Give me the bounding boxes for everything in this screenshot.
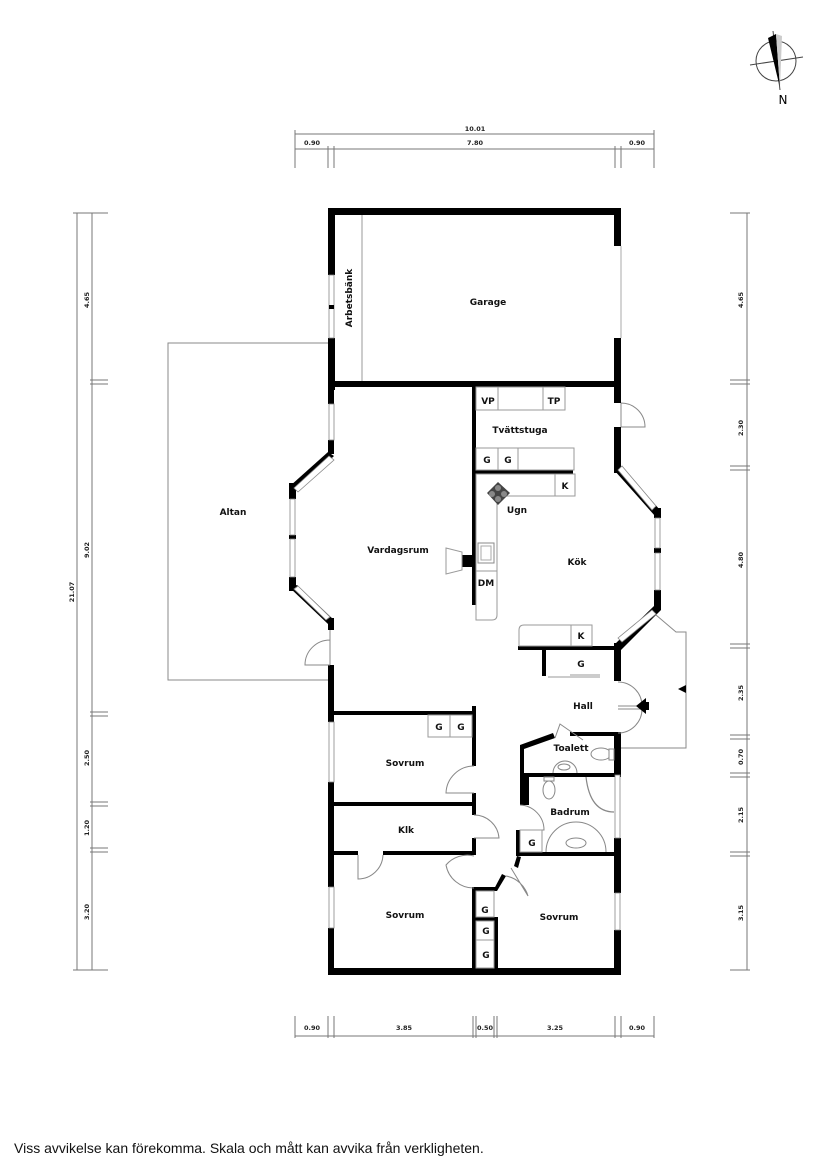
label-g-tvatt-1: G xyxy=(483,456,490,466)
dim-top-1: 0.90 xyxy=(304,139,321,147)
label-k-hall: K xyxy=(578,632,586,642)
dim-top-3: 0.90 xyxy=(629,139,646,147)
label-vp: VP xyxy=(481,397,495,407)
porch-outline xyxy=(618,614,687,749)
dim-left-1: 4.65 xyxy=(83,292,91,309)
toilet-icon-2 xyxy=(542,780,556,800)
label-arbetsbank: Arbetsbänk xyxy=(345,268,355,328)
dim-left-total: 21.07 xyxy=(68,582,76,603)
label-kok: Kök xyxy=(568,558,588,568)
washbasin-icon-2 xyxy=(545,821,607,853)
dim-right-4: 2.35 xyxy=(737,685,745,702)
left-dimensions: 4.65 9.02 2.50 1.20 3.20 21.07 xyxy=(68,212,108,971)
washbasin-icon xyxy=(552,760,578,774)
dim-bottom-4: 3.25 xyxy=(547,1024,564,1032)
label-ugn: Ugn xyxy=(507,506,527,516)
dim-bottom-1: 0.90 xyxy=(304,1024,321,1032)
label-tvattstuga: Tvättstuga xyxy=(492,426,547,436)
label-sovrum-2: Sovrum xyxy=(386,911,425,921)
dim-top-total: 10.01 xyxy=(465,125,486,133)
toilet-icon xyxy=(590,747,612,761)
stove-icon xyxy=(487,482,510,505)
shower-icon xyxy=(585,776,615,813)
dim-bottom-3: 0.50 xyxy=(477,1024,494,1032)
top-dimensions: 10.01 0.90 7.80 0.90 xyxy=(294,125,655,168)
windows xyxy=(289,246,661,931)
north-label: N xyxy=(779,93,788,107)
label-g-badrum: G xyxy=(528,839,535,849)
sink-icon xyxy=(477,542,495,564)
dim-right-2: 2.30 xyxy=(737,420,745,437)
label-altan: Altan xyxy=(220,508,247,518)
disclaimer-text: Viss avvikelse kan förekomma. Skala och … xyxy=(14,1140,484,1156)
label-toalett: Toalett xyxy=(554,744,590,754)
label-g-sovrum-1a: G xyxy=(435,723,442,733)
label-g-hall: G xyxy=(577,660,584,670)
label-tp: TP xyxy=(548,397,561,407)
dim-left-4: 1.20 xyxy=(83,820,91,837)
dim-right-5: 0.70 xyxy=(737,749,745,766)
bottom-dimensions: 0.90 3.85 0.50 3.25 0.90 xyxy=(294,1016,655,1038)
room-labels: Garage Arbetsbänk Altan Vardagsrum Tvätt… xyxy=(220,268,593,961)
doors xyxy=(304,402,649,897)
porch-arrow-icon xyxy=(678,685,686,693)
fixtures xyxy=(361,215,615,969)
label-g-sovrum-3a: G xyxy=(482,927,489,937)
label-sovrum-1: Sovrum xyxy=(386,759,425,769)
dim-right-6: 2.15 xyxy=(737,807,745,824)
label-g-tvatt-2: G xyxy=(504,456,511,466)
label-k-kitchen: K xyxy=(562,482,570,492)
label-hall: Hall xyxy=(573,702,593,712)
compass-icon: N xyxy=(749,30,804,107)
dim-top-2: 7.80 xyxy=(467,139,484,147)
dim-left-2: 9.02 xyxy=(83,542,91,558)
label-g-sovrum-1b: G xyxy=(457,723,464,733)
altan-outline xyxy=(167,342,330,681)
label-sovrum-3: Sovrum xyxy=(540,913,579,923)
dim-bottom-2: 3.85 xyxy=(396,1024,413,1032)
dim-right-7: 3.15 xyxy=(737,905,745,922)
label-g-sovrum-3b: G xyxy=(482,951,489,961)
dim-right-3: 4.80 xyxy=(737,552,745,569)
dim-right-1: 4.65 xyxy=(737,292,745,309)
label-g-corr: G xyxy=(481,906,488,916)
label-garage: Garage xyxy=(470,298,507,308)
dim-bottom-5: 0.90 xyxy=(629,1024,646,1032)
dim-left-3: 2.50 xyxy=(83,750,91,767)
label-vardagsrum: Vardagsrum xyxy=(367,546,429,556)
label-badrum: Badrum xyxy=(550,808,590,818)
label-dm: DM xyxy=(478,579,494,589)
label-klk: Klk xyxy=(398,826,415,836)
right-dimensions: 4.65 2.30 4.80 2.35 0.70 2.15 3.15 xyxy=(730,212,750,971)
dim-left-5: 3.20 xyxy=(83,904,91,921)
